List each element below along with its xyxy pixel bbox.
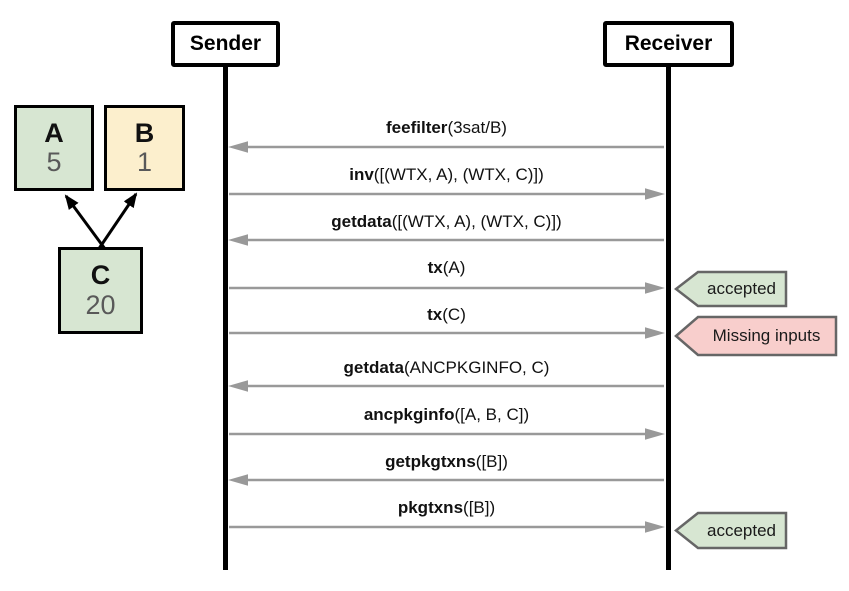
message-label-tx-a: tx(A): [228, 257, 665, 279]
badge-accepted-pkgtxns: accepted: [674, 511, 788, 550]
lifeline-sender: [223, 67, 228, 570]
arrow-to-receiver: [228, 281, 665, 295]
badge-label: accepted: [707, 520, 776, 540]
lifeline-receiver: [666, 67, 671, 570]
tx-node-a: A 5: [14, 105, 94, 191]
message-label-ancpkginfo: ancpkginfo([A, B, C]): [228, 404, 665, 426]
message-args: (ANCPKGINFO, C): [404, 358, 550, 377]
node-fee: 5: [46, 147, 62, 177]
message-name: tx: [427, 258, 443, 277]
node-label: A: [44, 117, 64, 148]
edge-c-to-b-arrow: [94, 192, 138, 254]
message-name: getpkgtxns: [385, 452, 476, 471]
message-label-getpkgtxns: getpkgtxns([B]): [228, 451, 665, 473]
tx-node-c: C 20: [58, 247, 143, 334]
message-name: feefilter: [386, 118, 448, 137]
message-label-feefilter: feefilter(3sat/B): [228, 117, 665, 139]
message-label-getdata-wtx: getdata([(WTX, A), (WTX, C)]): [228, 211, 665, 233]
message-name: inv: [349, 165, 374, 184]
arrow-to-receiver: [228, 187, 665, 201]
message-name: tx: [427, 305, 443, 324]
tx-node-b: B 1: [104, 105, 185, 191]
arrow-to-sender: [228, 473, 665, 487]
node-fee: 20: [85, 289, 116, 320]
node-fee: 1: [136, 147, 153, 177]
badge-shape: [674, 270, 788, 308]
message-args: (3sat/B): [447, 118, 507, 137]
arrow-to-receiver: [228, 427, 665, 441]
message-name: getdata: [343, 358, 404, 377]
message-name: getdata: [331, 212, 392, 231]
message-args: (A): [442, 258, 466, 277]
actor-sender-label: Sender: [189, 32, 262, 55]
message-args: (C): [442, 305, 466, 324]
message-name: ancpkginfo: [363, 405, 455, 424]
actor-sender: Sender: [171, 21, 280, 67]
node-label: B: [134, 117, 155, 148]
message-label-getdata-ancpkginfo: getdata(ANCPKGINFO, C): [228, 357, 665, 379]
arrow-to-receiver: [228, 326, 665, 340]
actor-receiver: Receiver: [603, 21, 734, 67]
badge-missing-inputs: Missing inputs: [674, 315, 838, 357]
message-name: pkgtxns: [397, 498, 464, 517]
dag-edges-svg: [64, 192, 138, 254]
message-args: ([A, B, C]): [454, 405, 530, 424]
badge-shape: [674, 315, 838, 357]
arrow-to-sender: [228, 233, 665, 247]
message-label-inv: inv([(WTX, A), (WTX, C)]): [228, 164, 665, 186]
tx-graph-edges: [0, 90, 210, 350]
message-args: ([B]): [475, 452, 508, 471]
badge-shape: [674, 511, 788, 550]
node-label: C: [90, 260, 111, 291]
message-args: ([(WTX, A), (WTX, C)]): [391, 212, 562, 231]
message-args: ([B]): [463, 498, 496, 517]
message-args: ([(WTX, A), (WTX, C)]): [373, 165, 544, 184]
message-label-tx-c: tx(C): [228, 304, 665, 326]
badge-accepted-tx-a: accepted: [674, 270, 788, 308]
actor-receiver-label: Receiver: [624, 32, 713, 55]
badge-label: accepted: [707, 279, 776, 298]
badge-label: Missing inputs: [712, 326, 821, 345]
message-label-pkgtxns: pkgtxns([B]): [228, 497, 665, 519]
arrow-to-receiver: [228, 520, 665, 534]
arrow-to-sender: [228, 379, 665, 393]
arrow-to-sender: [228, 140, 665, 154]
